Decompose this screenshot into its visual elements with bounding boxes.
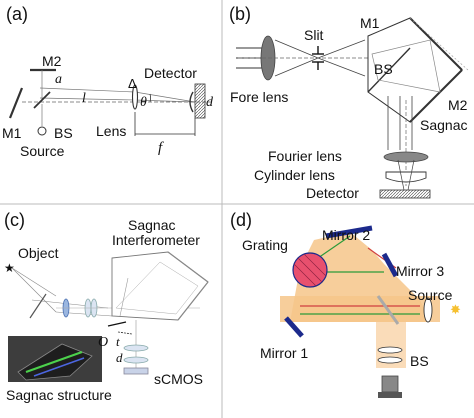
a-label-theta: θ: [140, 95, 147, 110]
c-ray-1: [11, 267, 57, 297]
d-label-grating: Grating: [242, 237, 288, 253]
c-object-star-icon: ★: [4, 261, 15, 275]
b-beam-4: [317, 57, 366, 77]
a-mirror-m1: [8, 87, 24, 119]
a-label-a: a: [55, 72, 62, 87]
c-scmos-sensor: [123, 367, 149, 375]
b-label-m1: M1: [360, 15, 380, 31]
c-sagnac-bs: [119, 277, 129, 317]
a-label-detector: Detector: [144, 65, 197, 81]
d-label-mirror3: Mirror 3: [396, 263, 444, 279]
d-label-bs: BS: [410, 353, 429, 369]
b-conv-2: [407, 159, 415, 191]
d-mirror-1: [284, 316, 304, 338]
c-label-sagnac-1: Sagnac: [128, 217, 175, 233]
a-label-m1: M1: [2, 125, 22, 141]
b-mirror-m1-hatch: [409, 17, 469, 71]
d-out-lens-1: [377, 346, 403, 354]
panel-c: (c) ★ Object Sagnac: [4, 210, 209, 403]
d-grating-lines: [293, 253, 327, 287]
a-beam-focus-1: [134, 91, 196, 103]
panel-c-tag: (c): [4, 210, 25, 230]
c-fold-mirror: [29, 293, 47, 319]
panel-b: (b) Fore l: [229, 4, 469, 201]
panel-b-tag: (b): [229, 4, 251, 24]
a-label-d: d: [206, 95, 214, 110]
b-mirror-m2: [409, 69, 463, 123]
c-label-sagnac-2: Interferometer: [112, 232, 200, 248]
b-sagnac-path: [371, 39, 441, 93]
b-label-detector: Detector: [306, 185, 359, 201]
c-label-o: O: [98, 335, 108, 350]
d-source-star-icon: ✸: [450, 303, 461, 318]
c-out-lens-1: [123, 344, 149, 352]
b-detector: [379, 189, 431, 199]
a-theta-arc: [149, 93, 151, 103]
panel-d: (d) ✸ Grating Mirror 2 Mirror 3 Source M…: [230, 210, 461, 398]
a-label-source: Source: [20, 143, 65, 159]
b-beam-2: [274, 57, 319, 77]
b-label-bs: BS: [374, 61, 393, 77]
a-beam-splitter: [33, 91, 51, 109]
d-label-source: Source: [408, 287, 453, 303]
b-cylinder-lens: [385, 171, 427, 183]
a-label-m2: M2: [42, 53, 62, 69]
a-beam-lower: [39, 97, 136, 101]
a-label-bs: BS: [54, 125, 73, 141]
d-green-line-1: [317, 235, 351, 259]
a-beam-focus-2: [134, 99, 196, 103]
c-sagnac-mirror-top: [167, 251, 209, 283]
b-beam-3: [317, 39, 366, 59]
a-lens: [131, 84, 139, 110]
b-label-m2: M2: [448, 97, 468, 113]
c-label-object: Object: [18, 245, 59, 261]
b-label-cylinder-lens: Cylinder lens: [254, 167, 335, 183]
a-source-icon: [37, 126, 47, 136]
c-out-lens-2: [123, 356, 149, 364]
panel-a-tag: (a): [6, 4, 28, 24]
d-mirror-3: [381, 252, 399, 278]
a-beam-upper: [39, 87, 136, 93]
c-sagnac-mirror-right: [177, 281, 209, 321]
a-label-lens: Lens: [96, 123, 126, 139]
c-marker-o: [107, 321, 127, 327]
b-mirror-m1: [409, 17, 463, 71]
c-structure-blue-beam: [33, 357, 85, 377]
a-detector-curve: [189, 91, 194, 113]
d-out-lens-2: [377, 356, 403, 364]
b-beam-1: [274, 39, 319, 59]
d-label-mirror2: Mirror 2: [322, 227, 370, 243]
a-detector: [194, 83, 206, 119]
a-label-f: f: [158, 140, 164, 156]
b-label-sagnac: Sagnac: [420, 117, 467, 133]
d-beam-main: [280, 296, 440, 322]
b-fourier-lens: [383, 151, 429, 163]
d-source-lens: [423, 297, 433, 323]
c-label-d: d: [116, 350, 123, 365]
c-structure-green-beam: [25, 350, 83, 374]
b-beam-splitter: [367, 47, 411, 93]
d-camera-base: [378, 392, 402, 398]
d-label-mirror1: Mirror 1: [260, 345, 308, 361]
panel-d-tag: (d): [230, 210, 252, 230]
b-label-fore-lens: Fore lens: [230, 89, 288, 105]
c-ray-2: [11, 267, 57, 313]
panel-a: (a) M2 a M1 BS Source l Lens: [2, 4, 214, 159]
a-label-delta: Δ: [128, 76, 137, 91]
d-camera: [381, 375, 399, 393]
c-label-scmos: sCMOS: [154, 371, 203, 387]
c-sagnac-path: [115, 261, 199, 315]
d-mirror-2: [325, 225, 373, 239]
c-label-structure: Sagnac structure: [6, 387, 112, 403]
b-label-fourier-lens: Fourier lens: [268, 148, 342, 164]
d-beam-splitter: [376, 295, 400, 325]
b-label-slit: Slit: [304, 27, 324, 43]
a-label-l: l: [82, 91, 86, 106]
c-marker-t: [117, 331, 133, 335]
c-label-t: t: [116, 334, 120, 349]
b-conv-1: [397, 159, 405, 191]
